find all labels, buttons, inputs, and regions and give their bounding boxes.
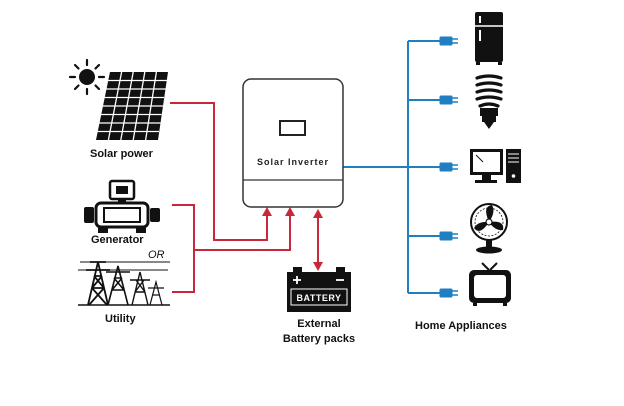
- inverter-display: [279, 120, 306, 136]
- refrigerator-icon: [475, 12, 503, 65]
- utility-tower-icon: [78, 261, 170, 306]
- plugs: [439, 36, 458, 298]
- solar-inverter: Solar Inverter: [242, 78, 344, 208]
- battery-arrowhead-down: [313, 262, 323, 271]
- cfl-bulb-icon: [475, 74, 503, 129]
- input-arrowheads: [262, 207, 323, 271]
- home-appliances-label: Home Appliances: [415, 320, 507, 332]
- battery-caption-line2: Battery packs: [282, 333, 356, 345]
- battery-label: BATTERY: [297, 293, 342, 303]
- utility-label: Utility: [105, 313, 136, 325]
- utility-wire: [172, 250, 195, 293]
- plug-icon: [439, 95, 458, 105]
- plug-icon: [439, 162, 458, 172]
- input-wires: [170, 102, 319, 293]
- generator-arrowhead: [285, 207, 295, 216]
- solar-wire: [170, 102, 268, 241]
- battery-caption: External Battery packs: [268, 318, 370, 346]
- computer-icon: [470, 149, 521, 183]
- inverter-label: Solar Inverter: [257, 157, 329, 167]
- output-wires: [343, 40, 440, 294]
- battery-icon: BATTERY: [287, 267, 351, 312]
- plug-icon: [439, 231, 458, 241]
- solar-panel-icon: [96, 71, 168, 141]
- solar-power-label: Solar power: [90, 148, 153, 160]
- generator-wire: [172, 204, 291, 251]
- fan-icon: [470, 203, 508, 254]
- tv-icon: [469, 262, 511, 306]
- or-label: OR: [148, 249, 165, 261]
- battery-caption-line1: External: [297, 318, 341, 330]
- battery-arrowhead-up: [313, 209, 323, 218]
- solar-arrowhead: [262, 207, 272, 216]
- generator-label: Generator: [91, 234, 144, 246]
- plug-icon: [439, 288, 458, 298]
- plug-icon: [439, 36, 458, 46]
- sun-icon: [68, 58, 106, 96]
- inverter-body: [242, 78, 344, 208]
- generator-icon: [84, 179, 160, 233]
